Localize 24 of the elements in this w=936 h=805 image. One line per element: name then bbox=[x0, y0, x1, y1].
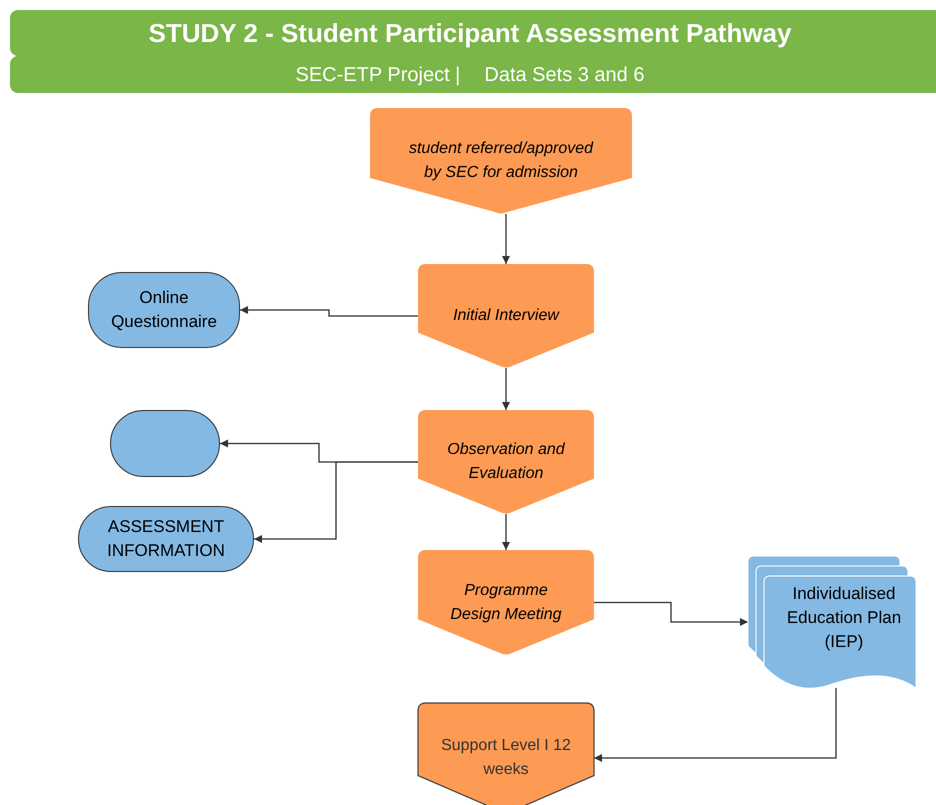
terminal-shape bbox=[88, 272, 240, 348]
subtitle-text: Data Sets 3 and 6 bbox=[484, 62, 644, 88]
arrow bbox=[594, 688, 837, 762]
node-label: student referred/approved by SEC for admission bbox=[408, 139, 594, 183]
process-shape bbox=[418, 703, 594, 805]
node-label: Individualised Education Plan (IEP) bbox=[786, 583, 902, 653]
process-shape bbox=[418, 410, 594, 514]
node-label: Support Level I 12 weeks bbox=[440, 736, 572, 780]
arrow bbox=[240, 306, 418, 317]
title-banner: STUDY 2 - Student Participant Assessment Pathway bbox=[10, 10, 936, 56]
node-label: Programme Design Meeting bbox=[449, 580, 563, 624]
node-label: Initial Interview bbox=[453, 306, 559, 326]
arrow bbox=[502, 214, 510, 264]
node-label: Observation and Evaluation bbox=[446, 440, 566, 484]
subtitle-text: SEC-ETP Project | bbox=[296, 62, 460, 88]
node-label: Online Questionnaire bbox=[110, 287, 218, 333]
process-shape bbox=[370, 108, 632, 214]
arrow bbox=[254, 461, 418, 543]
arrow bbox=[502, 514, 510, 550]
node-label: ASSESSMENT INFORMATION bbox=[106, 516, 226, 562]
process-shape bbox=[418, 550, 594, 655]
arrow bbox=[594, 602, 748, 626]
process-shape bbox=[418, 264, 594, 368]
arrow bbox=[502, 368, 510, 410]
